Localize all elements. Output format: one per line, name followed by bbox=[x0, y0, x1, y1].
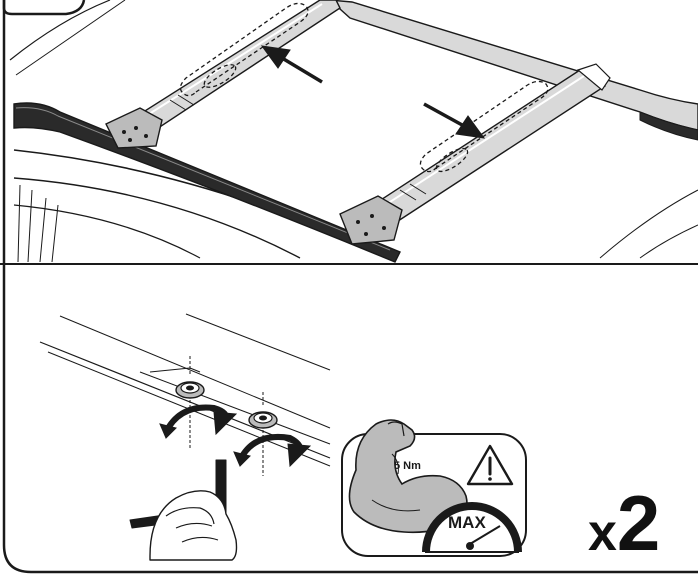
quantity-multiplier: x bbox=[588, 504, 617, 562]
arrow-slide-icon bbox=[262, 46, 484, 138]
torque-value-label: 5 Nm bbox=[394, 460, 421, 472]
quantity-label: x2 bbox=[588, 484, 688, 564]
crossbar-front bbox=[106, 0, 340, 148]
gauge-max-label: MAX bbox=[448, 513, 486, 532]
quantity-number: 2 bbox=[617, 479, 660, 567]
torque-badge: 5 Nm MAX bbox=[342, 420, 526, 556]
crossbar-rear bbox=[340, 64, 610, 244]
roof-rail-left bbox=[14, 103, 400, 262]
hand-with-hex-key-illustration bbox=[130, 460, 237, 560]
rotate-clockwise-icon bbox=[160, 408, 310, 467]
